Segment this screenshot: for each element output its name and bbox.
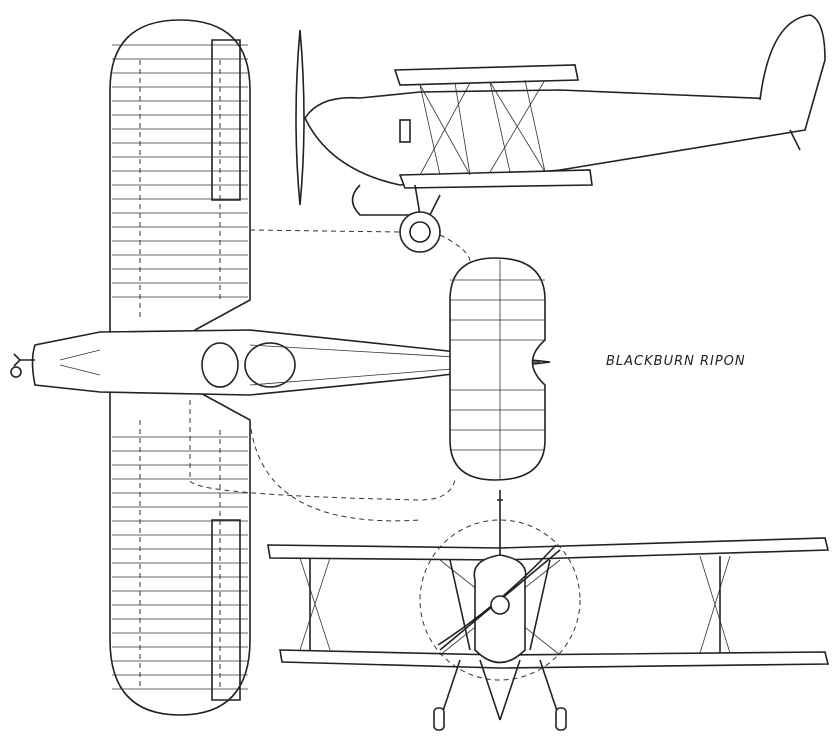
plan-tailplane: [449, 257, 546, 481]
side-wheel: [399, 211, 441, 253]
side-propeller: [295, 29, 305, 206]
aircraft-caption: BLACKBURN RIPON: [606, 354, 746, 369]
side-fin: [759, 14, 826, 131]
wing-ribs: [112, 44, 248, 690]
plan-fuselage: [31, 329, 551, 396]
side-fuselage: [304, 89, 806, 186]
front-view: [267, 490, 830, 731]
front-upper-wing: [267, 537, 830, 561]
projection-lines: [189, 229, 471, 522]
side-view: [295, 14, 826, 253]
side-lower-wing: [398, 169, 593, 189]
side-upper-wing: [393, 64, 579, 86]
plan-view: [10, 19, 551, 716]
